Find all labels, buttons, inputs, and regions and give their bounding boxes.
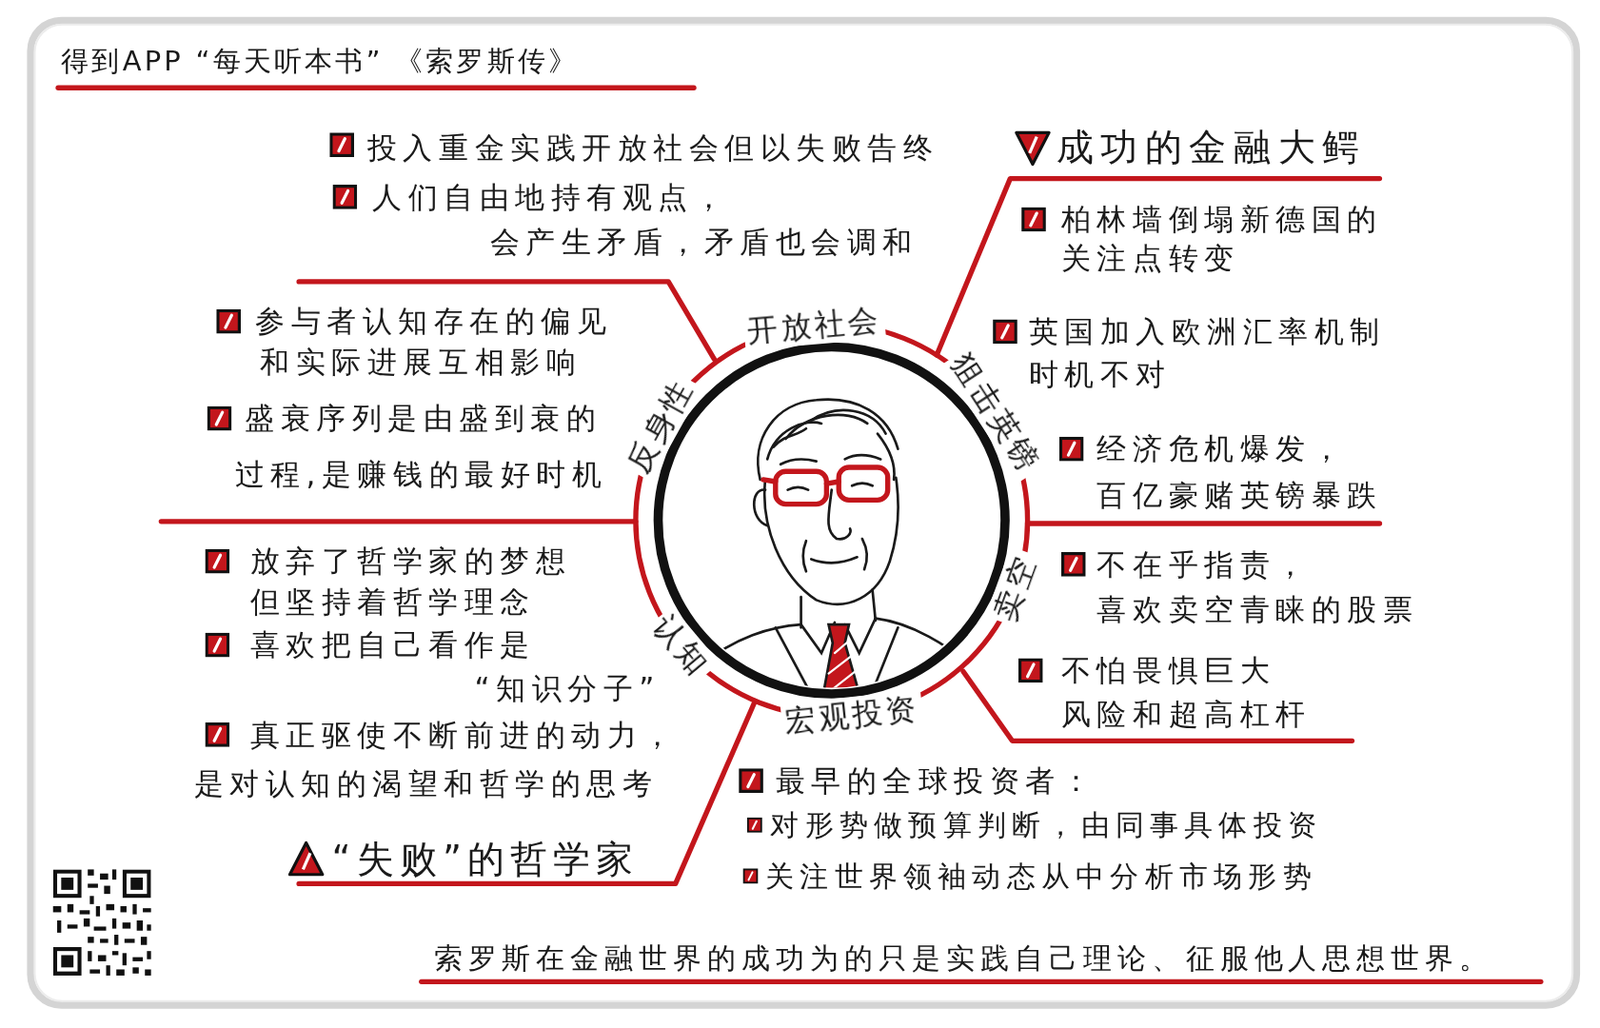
text-line: 喜欢卖空青睐的股票 [1096, 586, 1419, 632]
bullet-text: 最早的全球投资者： [775, 759, 1098, 802]
branch-label: 卖空 [986, 546, 1047, 629]
text-line: 过程,是赚钱的最好时机 [235, 446, 609, 503]
text-line: 参与者认知存在的偏见 [255, 300, 613, 342]
text-line: 成功的金融大鳄 [1056, 122, 1367, 175]
text-line: 投入重金实践开放社会但以失败告终 [367, 126, 939, 169]
branch-label: 认知 [643, 606, 719, 687]
bullet-text: 真正驱使不断前进的动力， 是对认知的渴望和哲学的思考 [250, 710, 679, 809]
text-line: 喜欢把自己看作是 [250, 622, 661, 667]
bullet-text: 投入重金实践开放社会但以失败告终 [367, 126, 939, 169]
text-line: 经济危机爆发， [1096, 426, 1383, 473]
text-line: 时机不对 [1028, 353, 1386, 396]
bullet-text: 参与者认知存在的偏见 和实际进展互相影响 [255, 300, 613, 383]
text-line: 是对认知的渴望和哲学的思考 [194, 759, 679, 809]
text-line: 百亿豪赌英镑暴跌 [1096, 472, 1383, 518]
title: 得到APP “每天听本书” 《索罗斯传》 [60, 41, 579, 81]
text-line: “知识分子” [474, 667, 661, 712]
branch-label: 开放社会 [742, 300, 887, 350]
text-line: 会产生矛盾，矛盾也会调和 [490, 218, 919, 264]
text-line: 最早的全球投资者： [775, 759, 1098, 802]
bullet-text: 经济危机爆发， 百亿豪赌英镑暴跌 [1096, 426, 1383, 518]
branch-label: 宏观投资 [780, 690, 925, 742]
text-line: 但坚持着哲学理念 [250, 581, 573, 623]
text-line: 关注点转变 [1061, 238, 1383, 278]
portrait [704, 399, 986, 705]
bullet-text: 英国加入欧洲汇率机制 时机不对 [1028, 310, 1386, 396]
text-line: 风险和超高杠杆 [1061, 691, 1312, 736]
text-line: 盛衰序列是由盛到衰的 [244, 390, 608, 447]
bullet-text: 不在乎指责， 喜欢卖空青睐的股票 [1096, 541, 1419, 632]
frame-inner [34, 24, 1573, 1002]
text-line: 英国加入欧洲汇率机制 [1028, 310, 1386, 354]
text-line: 放弃了哲学家的梦想 [250, 540, 573, 582]
bullet-text: 不怕畏惧巨大 风险和超高杠杆 [1061, 648, 1312, 736]
branch-label: 反身性 [618, 369, 703, 481]
bullet-text: 盛衰序列是由盛到衰的 过程,是赚钱的最好时机 [244, 390, 608, 503]
bullet-text: 人们自由地持有观点， 会产生矛盾，矛盾也会调和 [372, 174, 919, 264]
bullet-text: 对形势做预算判断，由同事具体投资 [770, 804, 1323, 845]
bullet-text: 关注世界领袖动态从中分析市场形势 [765, 855, 1318, 896]
text-line: 人们自由地持有观点， [372, 174, 919, 219]
frame [30, 19, 1577, 1006]
section-heading: “失败”的哲学家 [331, 833, 639, 886]
text-line: 柏林墙倒塌新德国的 [1061, 199, 1383, 239]
bullet-text: 放弃了哲学家的梦想 但坚持着哲学理念 [250, 540, 573, 623]
text-line: 对形势做预算判断，由同事具体投资 [770, 804, 1323, 845]
branch-lines [58, 87, 1541, 982]
text-line: 和实际进展互相影响 [259, 341, 613, 383]
caption: 索罗斯在金融世界的成功为的只是实践自己理论、征服他人思想世界。 [434, 938, 1494, 980]
bullet-text: 柏林墙倒塌新德国的 关注点转变 [1061, 199, 1383, 277]
text-line: 不怕畏惧巨大 [1061, 648, 1312, 692]
branch-label: 狙击英镑 [942, 344, 1050, 483]
text-line: “失败”的哲学家 [331, 833, 639, 886]
text-line: 关注世界领袖动态从中分析市场形势 [765, 855, 1318, 896]
section-heading: 成功的金融大鳄 [1056, 122, 1367, 175]
qr-code [53, 869, 152, 975]
text-line: 不在乎指责， [1096, 541, 1419, 587]
bullet-text: 喜欢把自己看作是 “知识分子” [250, 622, 661, 711]
portrait-circle: 开放社会狙击英镑卖空宏观投资 认知 反身性 [607, 296, 1057, 746]
text-line: 真正驱使不断前进的动力， [250, 710, 679, 759]
